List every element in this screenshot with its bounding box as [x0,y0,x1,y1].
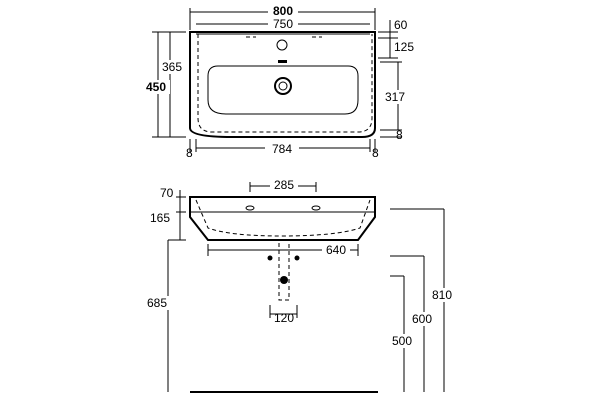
dim-hole-spacing: 285 [274,178,294,192]
dim-left-side: 8 [186,146,193,160]
dim-height-810: 810 [432,288,452,302]
waste-pipe [278,239,290,301]
dim-rear-depth: 60 [394,18,408,32]
dim-bowl-depth: 317 [385,90,405,104]
bowl-outline [207,65,359,115]
underside-dashed-top [197,34,373,133]
tap-hole-left [245,205,255,211]
dim-basin-depth: 165 [150,211,170,225]
dim-tap-offset: 125 [394,40,414,54]
dim-bottom-width: 784 [272,142,292,156]
dim-underside-width: 640 [326,243,346,257]
dim-overall-depth: 450 [146,80,166,94]
dim-rim-height: 70 [160,186,174,200]
fixing-bolt-left [267,255,273,261]
dim-basin-height: 365 [162,60,182,74]
front-view: 285 640 120 70 165 685 500 600 [146,178,453,393]
dim-front-rim: 8 [396,128,403,142]
bowl-dashed-front [195,199,371,237]
dim-height-500: 500 [392,334,412,348]
drain-outer [274,77,292,95]
top-view: 800 750 60 125 317 8 365 450 8 [146,4,414,160]
overflow-slot [278,60,287,63]
dim-waste-width: 120 [274,311,294,325]
dim-right-side: 8 [372,146,379,160]
dim-overall-width: 800 [273,4,293,18]
tap-hole [276,39,288,51]
drain-inner [278,81,288,91]
dim-height-600: 600 [412,312,432,326]
basin-outline-top [189,31,376,138]
dim-inner-width: 750 [273,17,293,31]
dim-pedestal-height: 685 [147,296,167,310]
waste-trap [280,276,288,284]
tap-hole-right [311,205,321,211]
fixing-bolt-right [294,255,300,261]
basin-body-front [189,196,376,241]
